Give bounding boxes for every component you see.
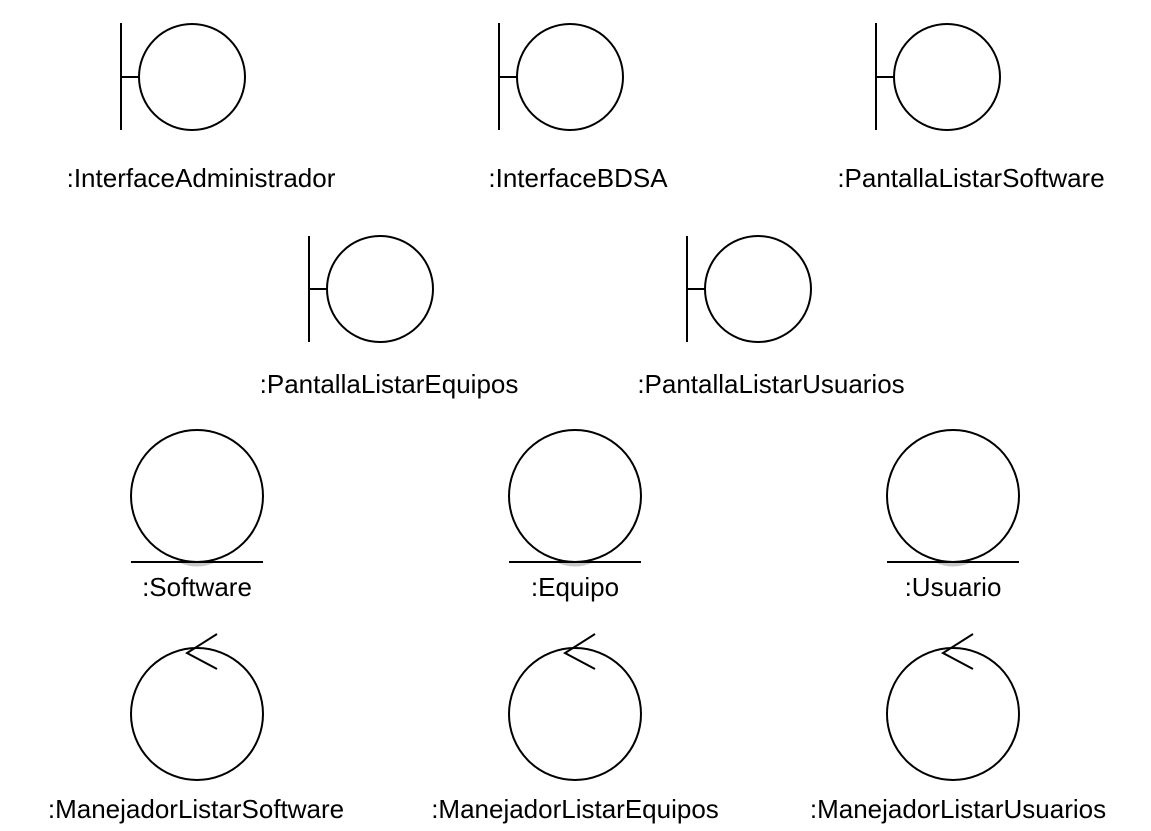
boundary-object-pantalla-listar-usuarios[interactable] <box>686 235 812 343</box>
entity-label-usuario: :Usuario <box>904 572 1002 602</box>
boundary-object-interface-bdsa[interactable] <box>498 23 624 131</box>
entity-object-software[interactable] <box>130 429 264 567</box>
boundary-label-pantalla-listar-usuarios: :PantallaListarUsuarios <box>637 369 905 399</box>
entity-label-software: :Software <box>142 572 252 602</box>
boundary-label-pantalla-listar-equipos: :PantallaListarEquipos <box>259 369 519 399</box>
control-object-manejador-listar-software[interactable] <box>130 633 264 781</box>
control-label-manejador-listar-software: :ManejadorListarSoftware <box>47 794 345 824</box>
control-label-manejador-listar-equipos: :ManejadorListarEquipos <box>431 794 719 824</box>
boundary-object-pantalla-listar-equipos[interactable] <box>308 235 434 343</box>
boundary-label-pantalla-listar-software: :PantallaListarSoftware <box>837 163 1105 193</box>
entity-object-equipo[interactable] <box>508 429 642 567</box>
boundary-label-interface-administrador: :InterfaceAdministrador <box>66 163 336 193</box>
boundary-label-interface-bdsa: :InterfaceBDSA <box>488 163 668 193</box>
control-label-manejador-listar-usuarios: :ManejadorListarUsuarios <box>809 794 1107 824</box>
boundary-object-pantalla-listar-software[interactable] <box>875 23 1001 131</box>
entity-object-usuario[interactable] <box>886 429 1020 567</box>
control-object-manejador-listar-usuarios[interactable] <box>886 633 1020 781</box>
boundary-object-interface-administrador[interactable] <box>120 23 246 131</box>
entity-label-equipo: :Equipo <box>530 572 620 602</box>
control-object-manejador-listar-equipos[interactable] <box>508 633 642 781</box>
